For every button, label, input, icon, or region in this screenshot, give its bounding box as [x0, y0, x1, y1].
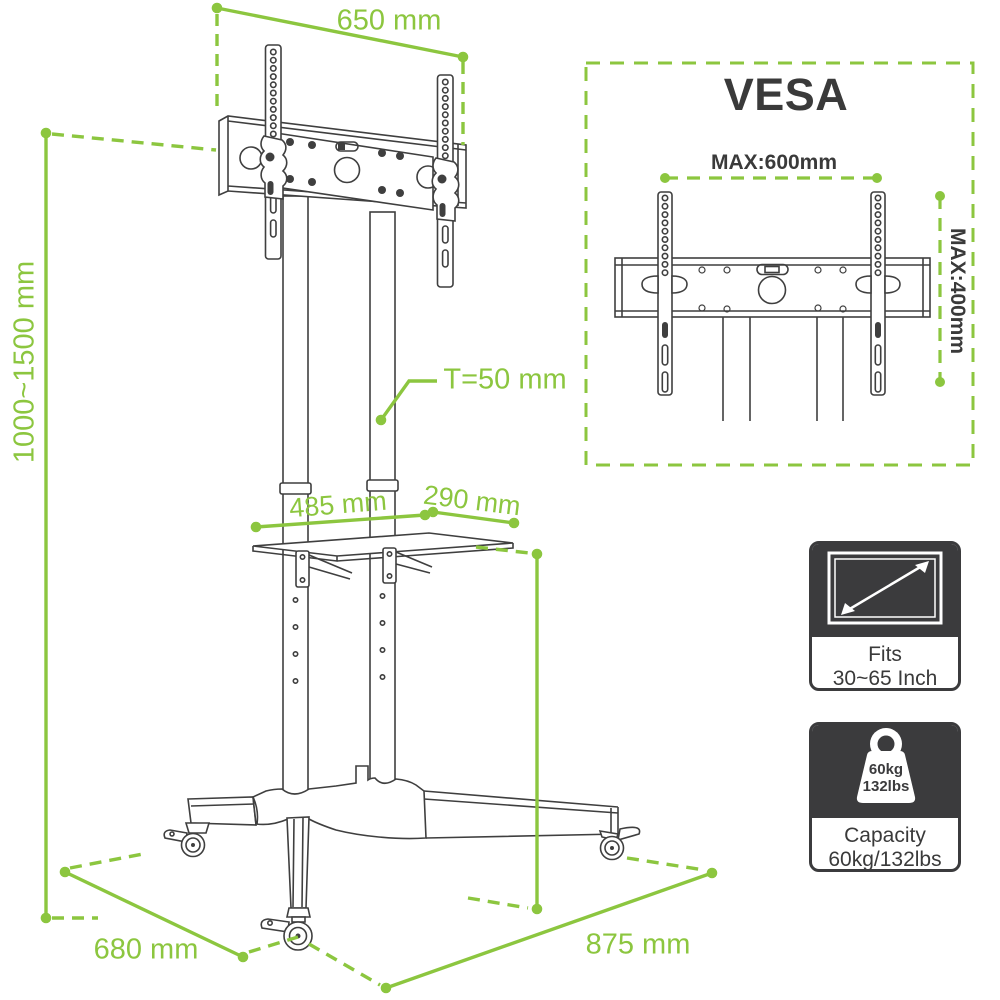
weight-icon: 60kg 132lbs	[812, 725, 958, 818]
tv-stand-drawing	[163, 44, 641, 951]
fits-range: 30~65 Inch	[832, 667, 938, 690]
vesa-max-height: MAX:400mm	[946, 227, 969, 355]
vesa-title: VESA	[723, 69, 849, 120]
capacity-badge: 60kg 132lbs Capacity 60kg/132lbs	[809, 722, 961, 872]
dimension-lines	[44, 6, 975, 990]
dimension-dots	[40, 2, 945, 994]
poles	[279, 195, 399, 797]
base	[163, 765, 641, 951]
rail-clamps	[259, 135, 460, 222]
fits-badge: Fits 30~65 Inch	[809, 541, 961, 691]
pole-holes	[292, 592, 386, 684]
vesa-max-width: MAX:600mm	[710, 151, 838, 174]
capacity-label: Capacity	[844, 824, 926, 847]
dim-height-range: 1000~1500 mm	[8, 260, 41, 464]
vesa-rear-view	[614, 191, 931, 421]
shelf	[252, 532, 514, 588]
mount-bar	[218, 115, 467, 211]
screen-size-icon	[812, 544, 958, 637]
dim-base-depth: 680 mm	[93, 933, 199, 966]
fits-label: Fits	[868, 643, 902, 666]
dim-pole-thickness: T=50 mm	[443, 363, 567, 396]
dim-width-top: 650 mm	[336, 4, 442, 37]
dim-base-width: 875 mm	[585, 928, 691, 961]
capacity-icon-lbs: 132lbs	[863, 778, 910, 795]
capacity-value: 60kg/132lbs	[828, 848, 942, 871]
capacity-icon-kg: 60kg	[869, 761, 903, 778]
